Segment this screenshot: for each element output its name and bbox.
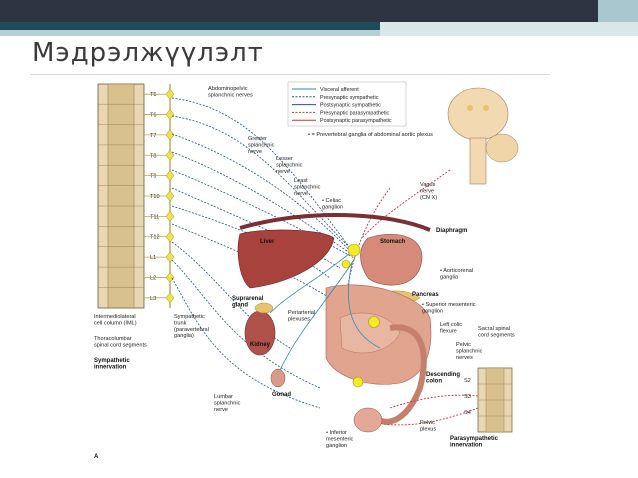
chain-ganglion	[165, 170, 175, 182]
label-diaphragm: Diaphragm	[436, 228, 467, 234]
visceral-afferent-paths	[269, 252, 381, 371]
header-band-right	[380, 22, 638, 36]
segment-label: T11	[150, 214, 159, 220]
kidney-shape	[244, 310, 276, 356]
intestine-shapes	[325, 284, 432, 425]
chain-ganglion	[165, 210, 175, 222]
chain-ganglion	[165, 88, 175, 100]
diaphragm-shape	[239, 213, 431, 232]
aorticorenal-ganglion	[341, 259, 351, 269]
sacral-segment-label: S4	[464, 410, 471, 416]
header-band-dark	[0, 22, 638, 30]
legend-label: Visceral afferent	[320, 87, 359, 93]
stomach-shape	[360, 234, 423, 286]
sympathetic-trunk-chain	[144, 84, 175, 308]
chain-ganglion	[165, 251, 175, 263]
thoracolumbar-spinal-cord	[97, 83, 145, 309]
slide-title: Мэдрэлжүүлэлт	[32, 38, 264, 68]
chain-ganglion	[165, 190, 175, 202]
label-stomach: Stomach	[380, 239, 406, 245]
chain-ganglion	[165, 231, 175, 243]
segment-label: T9	[150, 174, 157, 180]
segment-label: T12	[150, 235, 160, 241]
sacral-segment-label: S2	[464, 378, 471, 384]
legend-label: Presynaptic sympathetic	[320, 95, 379, 101]
panel-letter: A	[94, 454, 99, 460]
label-liver: Liver	[260, 239, 275, 245]
sacral-segment-label: S3	[464, 394, 471, 400]
segment-label: L1	[150, 255, 156, 261]
chain-ganglion	[165, 109, 175, 120]
top-bar	[0, 0, 638, 22]
brainstem-illustration	[447, 87, 519, 185]
pelvic-splanchnic-path	[381, 394, 479, 426]
segment-label: L3	[150, 296, 156, 302]
segment-label: T8	[150, 153, 157, 159]
chain-ganglion	[165, 149, 175, 161]
inferior-mesenteric-ganglion	[352, 376, 364, 388]
segment-label: T10	[150, 194, 160, 200]
chain-ganglion	[165, 292, 175, 304]
label-pancreas: Pancreas	[412, 292, 439, 298]
header-band-light	[0, 30, 638, 36]
celiac-ganglion	[347, 243, 361, 257]
segment-label: T5	[150, 92, 157, 98]
segment-label: T7	[150, 133, 157, 139]
label-gonad: Gonad	[272, 392, 291, 398]
chain-ganglion	[165, 272, 175, 283]
superior-mesenteric-ganglion	[368, 316, 380, 328]
prevertebral-ganglia	[341, 243, 380, 388]
top-bar-accent	[598, 0, 638, 22]
suprarenal-shape	[254, 302, 274, 314]
label-kidney: Kidney	[250, 342, 271, 348]
liver-shape	[237, 229, 335, 289]
legend-label: Presynaptic parasympathetic	[320, 110, 390, 116]
title-divider	[30, 74, 550, 75]
legend-label: Postsynaptic sympathetic	[320, 103, 381, 109]
chain-ganglion	[165, 129, 175, 141]
segment-label: T6	[150, 113, 157, 119]
bladder-shape	[353, 407, 383, 433]
prevertebral-note: • = Prevertebral ganglia of abdominal ao…	[308, 132, 433, 138]
gonad-shape	[270, 368, 286, 388]
legend-label: Postsynaptic parasympathetic	[320, 118, 392, 124]
segment-label: L2	[150, 275, 156, 281]
